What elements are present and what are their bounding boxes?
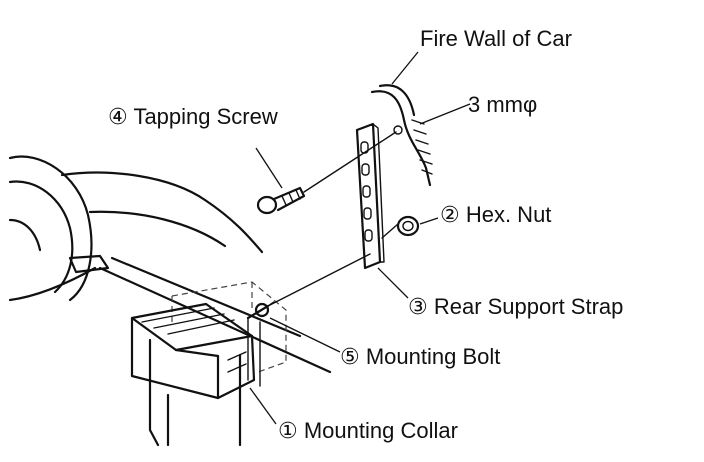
label-wire-size: 3 mmφ [468,92,537,117]
dashboard-illustration [8,155,332,447]
label-fire-wall: Fire Wall of Car [420,26,572,51]
car-stereo-unit [130,302,256,400]
mounting-collar [171,281,287,387]
firewall-wire [370,84,433,187]
label-tapping-screw: ④ Tapping Screw [108,104,278,129]
label-mounting-bolt: ⑤ Mounting Bolt [340,344,500,369]
tapping-screw [256,125,403,215]
label-rear-support-strap: ③ Rear Support Strap [408,294,623,319]
rear-support-strap [355,122,385,270]
leader-lines [249,51,471,425]
hex-nut [381,215,420,239]
label-hex-nut: ② Hex. Nut [440,202,551,227]
label-mounting-collar: ① Mounting Collar [278,418,458,443]
bolt-strap-line [267,253,371,307]
